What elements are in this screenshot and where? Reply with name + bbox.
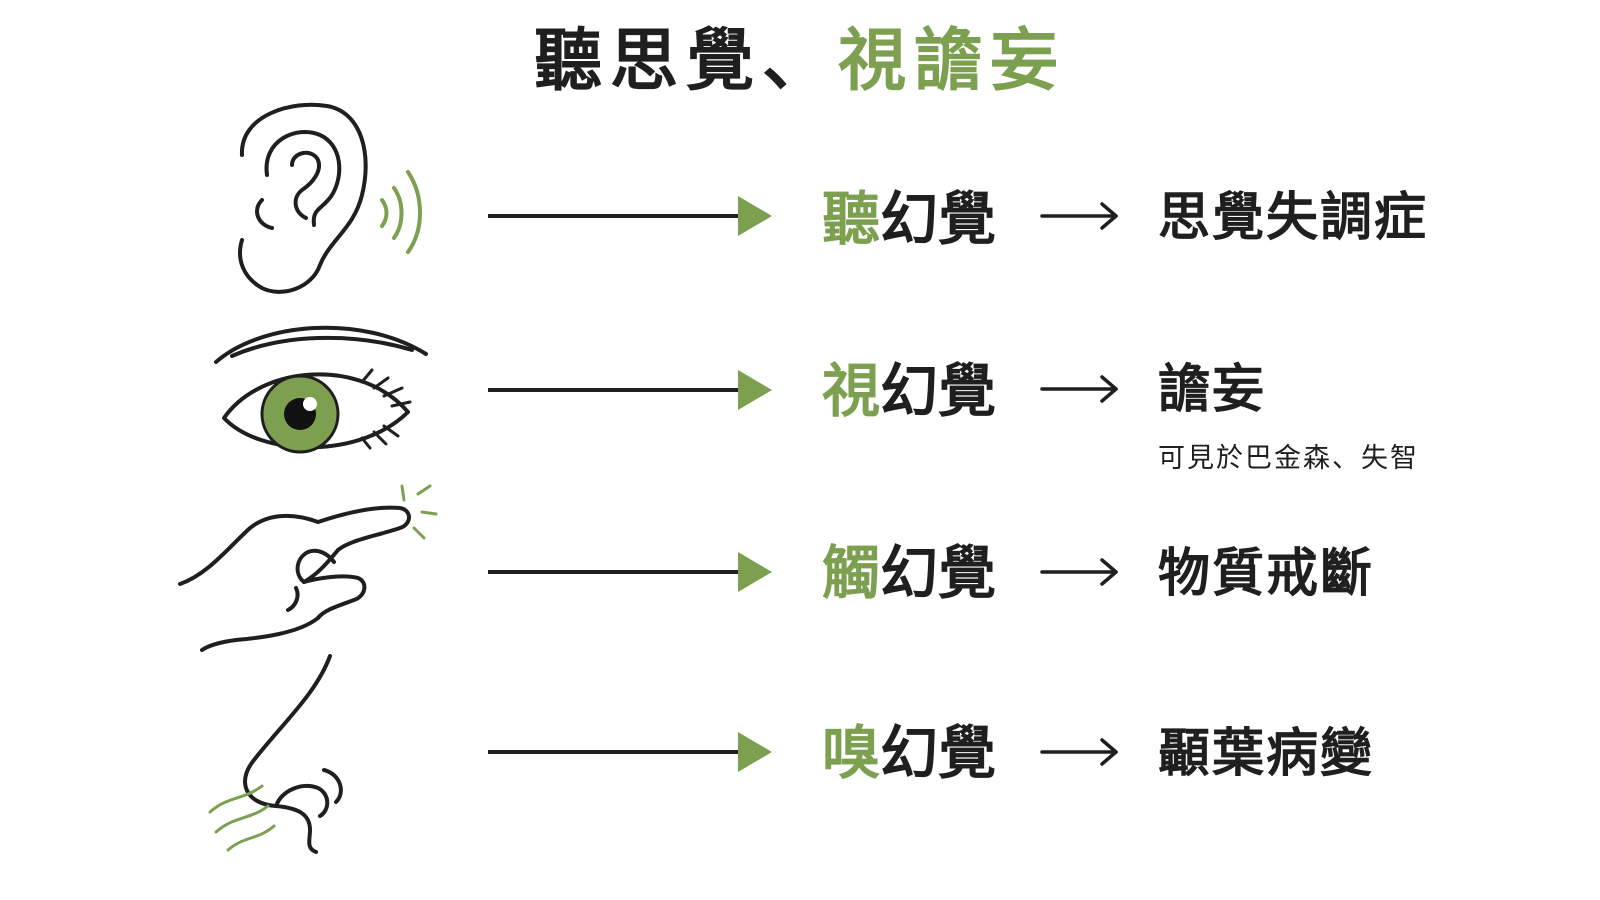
connector-arrow-ear bbox=[488, 196, 778, 236]
title-part-auditory-schizophrenia: 聽思覺 bbox=[533, 22, 762, 101]
finger-touch-icon bbox=[178, 478, 448, 658]
connector-arrowhead bbox=[738, 196, 772, 236]
connector-shaft bbox=[488, 388, 740, 392]
sense-visual-label: 視幻覺 bbox=[822, 358, 996, 424]
connector-shaft bbox=[488, 214, 740, 218]
connector-arrowhead bbox=[738, 732, 772, 772]
cause-delirium: 譫妄 bbox=[1158, 360, 1267, 420]
arrow-right-icon bbox=[1040, 557, 1120, 587]
title-separator: 、 bbox=[761, 22, 838, 101]
cause-note-parkinson-dementia: 可見於巴金森、失智 bbox=[1158, 443, 1419, 474]
connector-shaft bbox=[488, 570, 740, 574]
sense-auditory-label: 聽幻覺 bbox=[822, 186, 996, 252]
sense-olfactory-label: 嗅幻覺 bbox=[822, 720, 996, 786]
sense-key: 嗅 bbox=[822, 719, 881, 787]
cause-substance-withdrawal: 物質戒斷 bbox=[1158, 544, 1375, 604]
connector-arrow-finger bbox=[488, 552, 778, 592]
sense-key: 觸 bbox=[822, 539, 881, 607]
sense-rest: 幻覺 bbox=[880, 357, 997, 425]
nose-icon bbox=[206, 654, 376, 854]
sense-rest: 幻覺 bbox=[880, 185, 997, 253]
connector-arrowhead bbox=[738, 552, 772, 592]
sense-tactile-label: 觸幻覺 bbox=[822, 540, 996, 606]
connector-arrowhead bbox=[738, 370, 772, 410]
title-part-visual-delirium: 視譫妄 bbox=[838, 22, 1067, 101]
eye-icon bbox=[212, 318, 438, 458]
sense-rest: 幻覺 bbox=[880, 719, 997, 787]
connector-arrow-eye bbox=[488, 370, 778, 410]
connector-shaft bbox=[488, 750, 740, 754]
sense-key: 聽 bbox=[822, 185, 881, 253]
sense-rest: 幻覺 bbox=[880, 539, 997, 607]
ear-icon bbox=[222, 100, 442, 300]
arrow-right-icon bbox=[1040, 201, 1120, 231]
arrow-right-icon bbox=[1040, 737, 1120, 767]
page-title: 聽思覺、視譫妄 bbox=[0, 22, 1600, 102]
cause-schizophrenia: 思覺失調症 bbox=[1158, 188, 1429, 248]
arrow-right-icon bbox=[1040, 374, 1120, 404]
sense-key: 視 bbox=[822, 357, 881, 425]
cause-temporal-lobe-lesion: 顳葉病變 bbox=[1158, 724, 1375, 784]
connector-arrow-nose bbox=[488, 732, 778, 772]
